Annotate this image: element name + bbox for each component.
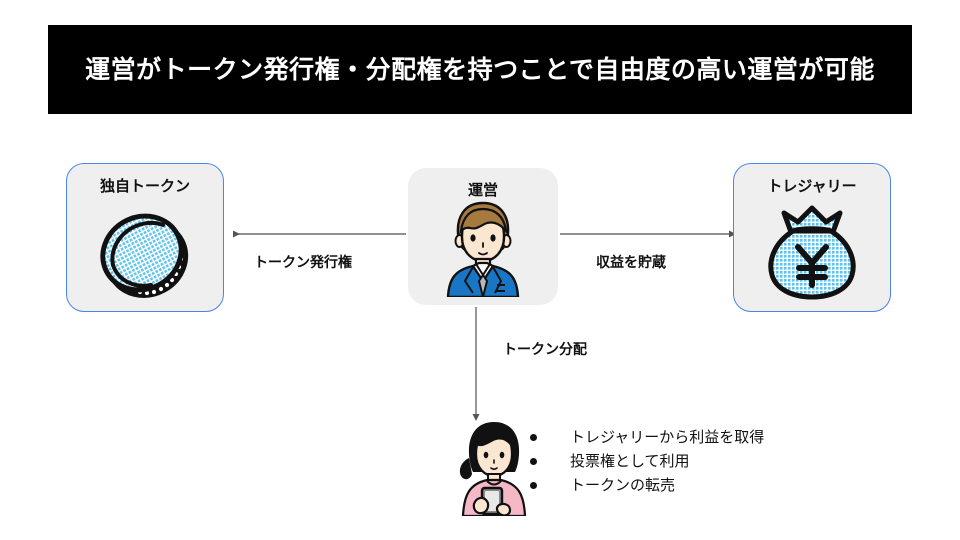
list-item: 投票権として利用 <box>530 454 764 469</box>
slide-title-bar: 運営がトークン発行権・分配権を持つことで自由度の高い運営が可能 <box>48 25 912 114</box>
woman-with-smartphone-icon <box>452 418 536 518</box>
businessman-icon <box>408 197 558 297</box>
edge-label-issue: トークン発行権 <box>254 254 352 270</box>
list-item-label: トレジャリーから利益を取得 <box>570 429 765 446</box>
node-operator-label: 運営 <box>467 182 498 199</box>
edge-label-store: 収益を貯蔵 <box>596 254 666 270</box>
node-operator[interactable]: 運営 <box>408 168 558 305</box>
edge-label-distribute: トークン分配 <box>503 341 587 357</box>
coin-icon <box>67 203 223 303</box>
bullet-icon <box>530 458 537 465</box>
money-bag-yen-icon <box>734 203 890 303</box>
list-item: トークンの転売 <box>530 478 764 493</box>
list-item: トレジャリーから利益を取得 <box>530 430 764 445</box>
bullet-icon <box>530 434 537 441</box>
node-original-token[interactable]: 独自トークン <box>66 163 224 312</box>
holder-benefits-list: トレジャリーから利益を取得 投票権として利用 トークンの転売 <box>530 430 764 502</box>
list-item-label: 投票権として利用 <box>570 453 690 470</box>
node-original-token-label: 独自トークン <box>99 178 190 195</box>
bullet-icon <box>530 482 537 489</box>
node-treasury[interactable]: トレジャリー <box>733 163 891 312</box>
slide-title: 運営がトークン発行権・分配権を持つことで自由度の高い運営が可能 <box>85 55 875 84</box>
node-treasury-label: トレジャリー <box>767 178 857 195</box>
list-item-label: トークンの転売 <box>570 477 676 494</box>
